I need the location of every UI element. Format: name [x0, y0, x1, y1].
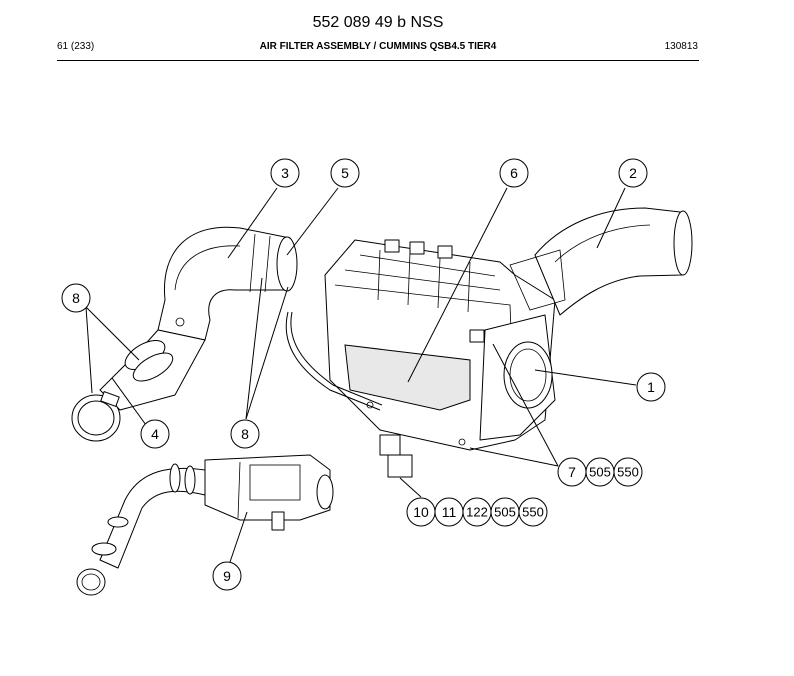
- callout-10-505: 505: [490, 497, 520, 527]
- leader-lines: [85, 187, 637, 563]
- callout-5: 5: [330, 158, 360, 188]
- breather-hose-part: [285, 311, 383, 411]
- callout-7-505: 505: [585, 457, 615, 487]
- svg-text:505: 505: [494, 505, 516, 520]
- page-reference: 61 (233): [57, 41, 95, 52]
- callout-7-550: 550: [613, 457, 643, 487]
- callout-7: 7: [557, 457, 587, 487]
- callout-8-left: 8: [61, 283, 91, 313]
- svg-text:9: 9: [223, 568, 231, 584]
- svg-text:5: 5: [341, 165, 349, 181]
- callout-4: 4: [140, 419, 170, 449]
- callout-3: 3: [270, 158, 300, 188]
- callout-10-550: 550: [518, 497, 548, 527]
- svg-text:550: 550: [522, 505, 544, 520]
- svg-text:10: 10: [413, 504, 429, 520]
- date-code: 130813: [664, 41, 698, 52]
- callout-2: 2: [618, 158, 648, 188]
- page-title: AIR FILTER ASSEMBLY / CUMMINS QSB4.5 TIE…: [259, 41, 497, 52]
- svg-text:11: 11: [442, 504, 457, 520]
- svg-text:7: 7: [568, 464, 576, 480]
- callout-9: 9: [212, 561, 242, 591]
- callout-6: 6: [499, 158, 529, 188]
- callout-8-middle: 8: [230, 419, 260, 449]
- outlet-hose-part: [509, 207, 693, 316]
- svg-text:1: 1: [647, 379, 655, 395]
- svg-text:4: 4: [151, 426, 159, 442]
- svg-text:122: 122: [466, 505, 488, 520]
- lower-elbow-part: [71, 329, 206, 442]
- callout-10: 10: [406, 497, 436, 527]
- inset-assembly-part: [76, 454, 334, 596]
- svg-text:550: 550: [617, 465, 639, 480]
- document-number: 552 089 49 b NSS: [312, 14, 444, 31]
- svg-text:2: 2: [629, 165, 637, 181]
- svg-text:3: 3: [281, 165, 289, 181]
- svg-text:6: 6: [510, 165, 518, 181]
- air-filter-housing-part: [324, 239, 556, 478]
- callout-11: 11: [434, 497, 464, 527]
- callout-122: 122: [462, 497, 492, 527]
- callout-1: 1: [636, 372, 666, 402]
- svg-text:8: 8: [241, 426, 249, 442]
- svg-text:8: 8: [72, 290, 80, 306]
- header-rule: [57, 60, 699, 61]
- svg-text:505: 505: [589, 465, 611, 480]
